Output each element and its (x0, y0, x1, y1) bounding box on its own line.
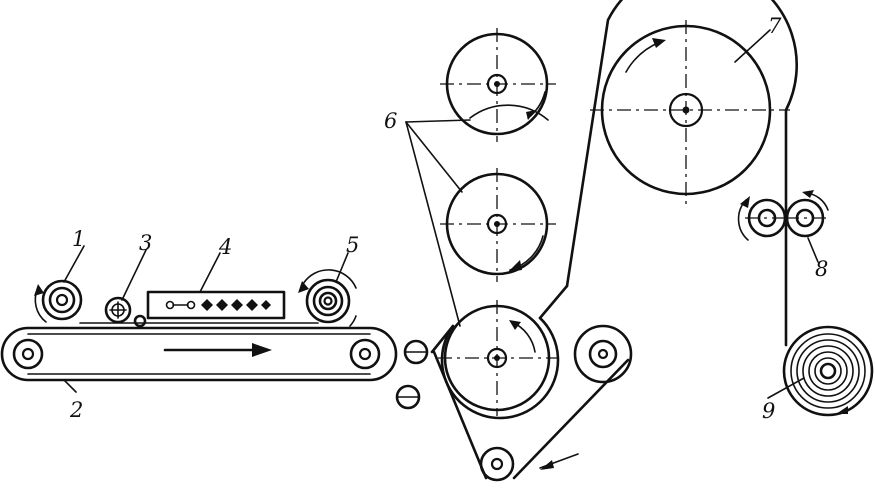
cylinder-6-top (440, 28, 556, 142)
label-9: 9 (762, 399, 775, 423)
label-7: 7 (768, 14, 782, 38)
unit-4 (146, 290, 286, 320)
label-2: 2 (69, 398, 83, 422)
roller-3 (79, 296, 319, 328)
label-8: 8 (815, 257, 828, 281)
label-4: 4 (218, 235, 232, 259)
idler-pulley-lower (395, 384, 421, 410)
cylinder-6-middle (440, 168, 556, 282)
belt-direction-arrow (163, 343, 272, 357)
drum-7 (590, 20, 790, 205)
roller-5 (298, 269, 357, 327)
callout-labels: 1 2 3 4 5 6 7 8 9 (69, 14, 828, 423)
label-5: 5 (346, 233, 359, 257)
label-1: 1 (72, 227, 85, 251)
label-6: 6 (384, 109, 397, 133)
roller-1 (34, 279, 83, 323)
cylinder-6-bottom (438, 300, 558, 416)
guide-pulley-right (573, 324, 633, 384)
guide-pulley-bottom (479, 446, 579, 482)
rollers-8 (737, 190, 829, 241)
label-3: 3 (139, 231, 152, 255)
reel-9 (782, 325, 874, 417)
web-path (430, 0, 798, 480)
leader-lines (63, 29, 819, 399)
conveyor-belt (0, 326, 398, 382)
idler-pulley-upper (403, 339, 429, 365)
